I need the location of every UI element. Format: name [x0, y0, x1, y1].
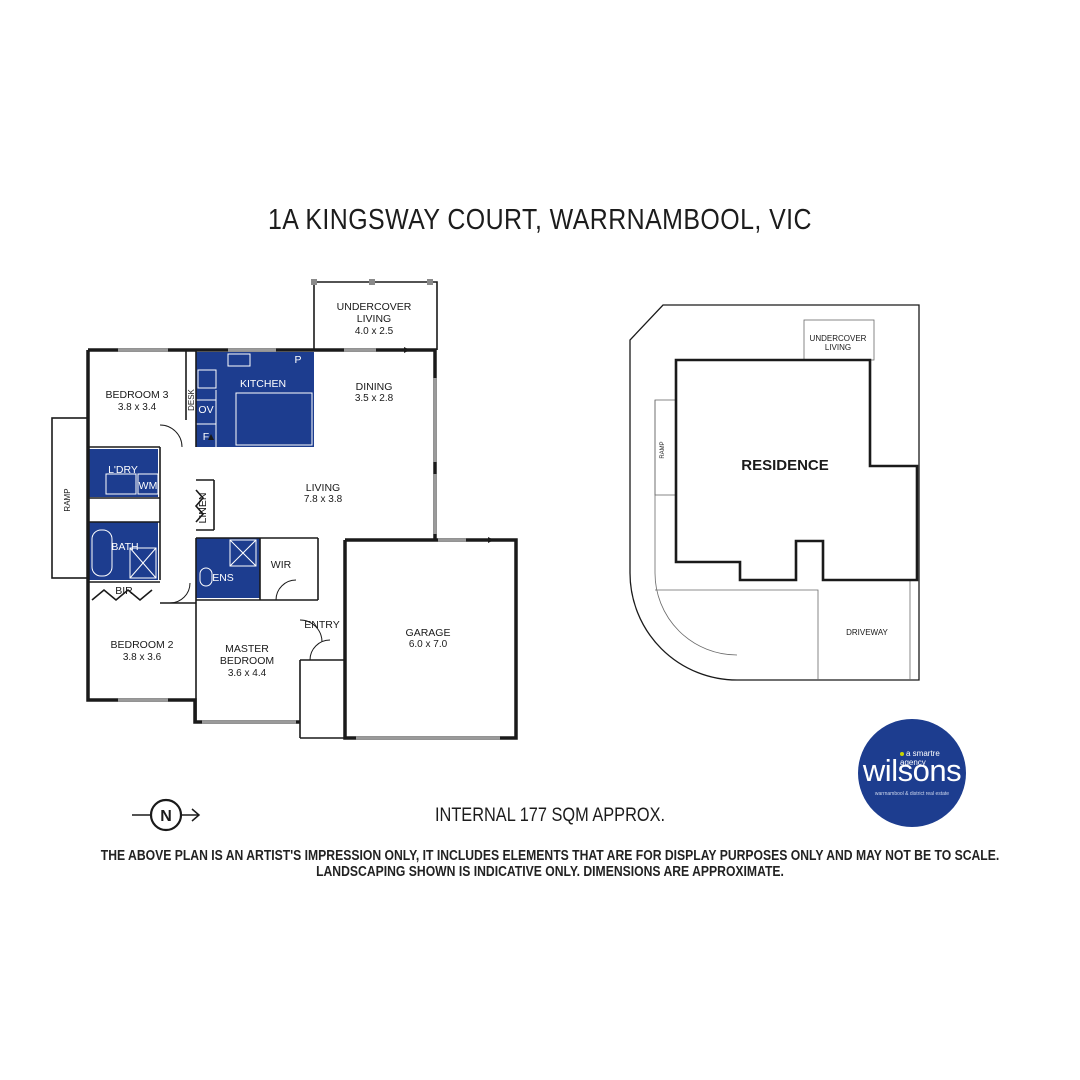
undercover-label-1: UNDERCOVER — [337, 301, 412, 313]
laundry-label: L'DRY — [108, 464, 138, 476]
disclaimer-line-2: LANDSCAPING SHOWN IS INDICATIVE ONLY. DI… — [316, 864, 784, 880]
bedroom2-label: BEDROOM 2 — [110, 639, 173, 651]
bedroom3-dims: 3.8 x 3.4 — [118, 402, 157, 413]
site-undercover-label-1: UNDERCOVER — [810, 334, 867, 343]
living-label: LIVING — [306, 482, 340, 494]
kitchen-sink — [227, 353, 251, 367]
master-dims: 3.6 x 4.4 — [228, 668, 267, 679]
compass-label: N — [160, 808, 172, 825]
logo-tagline-text: a smartre agency — [900, 749, 940, 767]
site-plan — [629, 304, 920, 681]
agency-logo[interactable]: a smartre agency wilsons warrnambool & d… — [858, 719, 966, 827]
living-dims: 7.8 x 3.8 — [304, 494, 343, 505]
dining-dims: 3.5 x 2.8 — [355, 393, 394, 404]
logo-brand: wilsons — [862, 753, 962, 788]
dining-label: DINING — [356, 381, 393, 393]
logo-subtitle: warrnambool & district real estate — [874, 791, 950, 797]
logo-tagline: a smartre agency — [900, 749, 966, 767]
ensuite-label: ENS — [212, 572, 234, 584]
pantry-label: P — [294, 354, 301, 366]
internal-area: INTERNAL 177 SQM APPROX. — [434, 805, 666, 826]
garage-dims: 6.0 x 7.0 — [409, 639, 448, 650]
site-ramp-label: RAMP — [660, 441, 666, 458]
linen-label: LINEN — [197, 493, 209, 524]
wir-label: WIR — [271, 559, 292, 571]
wm-label: WM — [139, 480, 158, 492]
laundry-tub — [105, 473, 137, 495]
bedroom3-label: BEDROOM 3 — [105, 389, 168, 401]
ramp-label: RAMP — [63, 488, 72, 511]
plan-title: 1A KINGSWAY COURT, WARRNAMBOOL, VIC — [268, 204, 812, 236]
desk-label: DESK — [187, 388, 196, 410]
oven-label: OV — [198, 404, 213, 416]
kitchen-island — [235, 392, 313, 446]
master-label-2: BEDROOM — [220, 655, 274, 667]
fridge-label: F — [203, 431, 209, 443]
laundry-fill — [88, 449, 158, 497]
disclaimer-line-1: THE ABOVE PLAN IS AN ARTIST'S IMPRESSION… — [100, 848, 1000, 864]
garage-label: GARAGE — [406, 627, 451, 639]
logo-dot-icon — [900, 752, 904, 756]
kitchen-label: KITCHEN — [240, 378, 286, 390]
cooktop — [197, 369, 217, 389]
master-label-1: MASTER — [225, 643, 269, 655]
windows — [118, 348, 500, 740]
north-arrow-icon — [132, 798, 201, 832]
bir-label: BIR — [115, 585, 133, 597]
toilet — [199, 567, 213, 587]
shower — [129, 547, 157, 579]
bedroom2-dims: 3.8 x 3.6 — [123, 652, 162, 663]
bath-label: BATH — [111, 541, 138, 553]
bath-fill — [88, 522, 158, 580]
washing-machine — [137, 473, 159, 495]
site-undercover-label-2: LIVING — [825, 343, 851, 352]
entry-label: ENTRY — [304, 619, 339, 631]
ensuite-shower — [229, 539, 257, 567]
undercover-label-2: LIVING — [357, 313, 391, 325]
bathtub — [91, 529, 113, 577]
undercover-dims: 4.0 x 2.5 — [355, 326, 394, 337]
residence-label: RESIDENCE — [741, 457, 829, 474]
driveway-label: DRIVEWAY — [846, 628, 888, 637]
